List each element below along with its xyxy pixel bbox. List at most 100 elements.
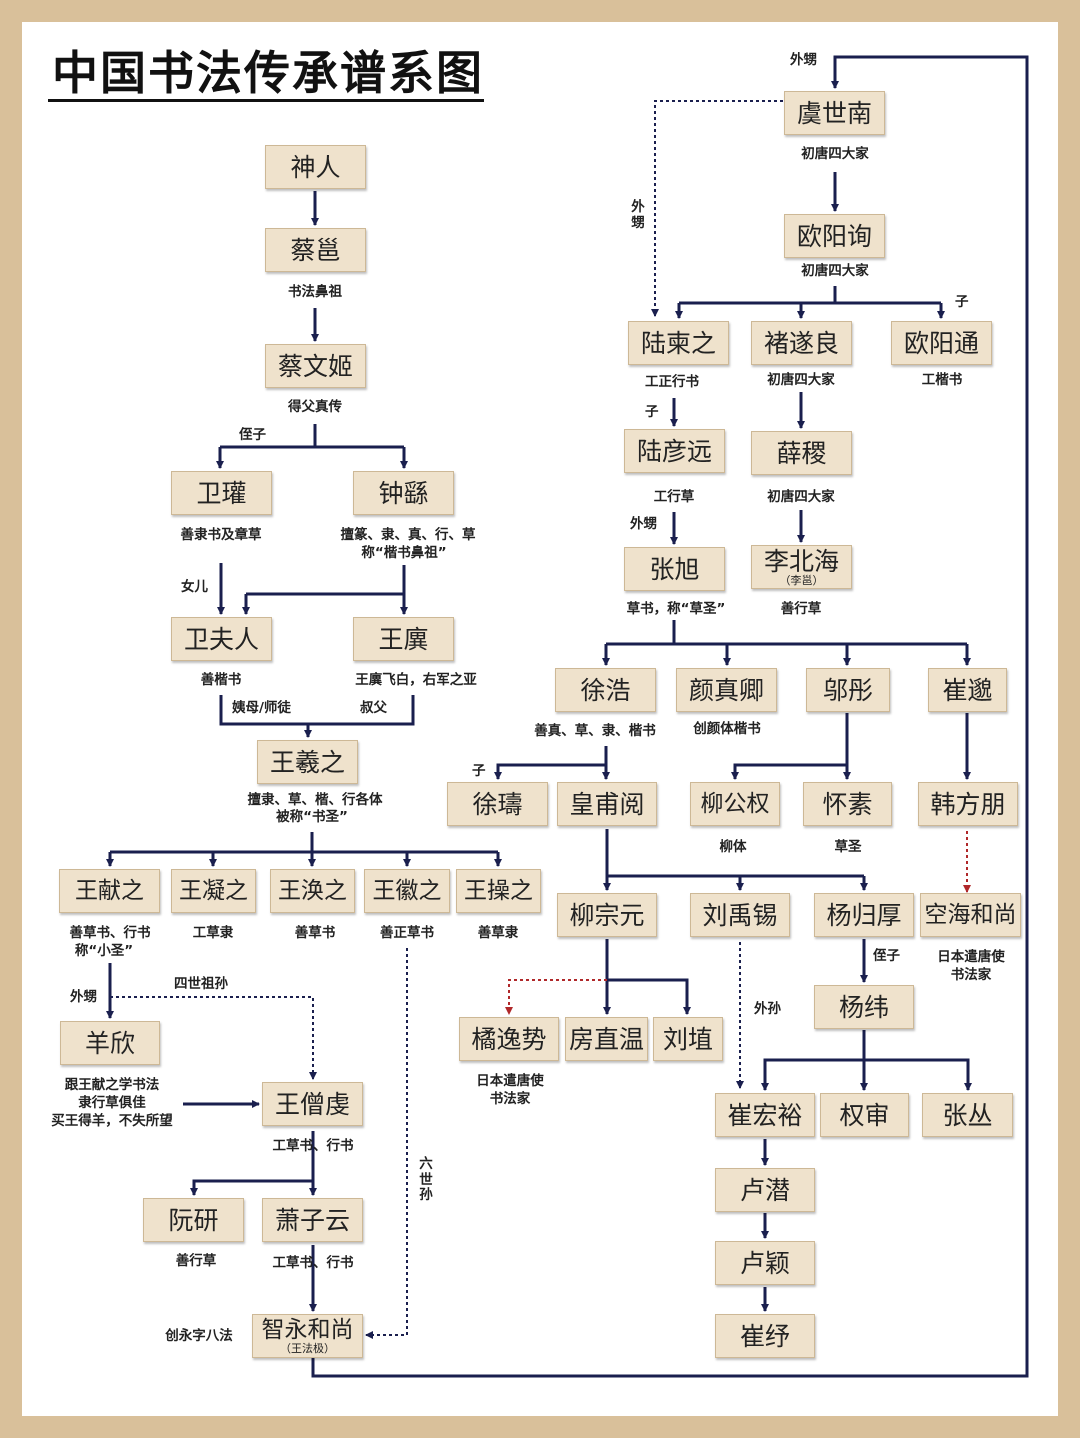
node-wangningzhi: 王凝之 [171,869,256,913]
caption-huaisu: 草圣 [834,839,862,855]
node-ouyangtong: 欧阳通 [891,321,992,365]
caption-wanghuizhi: 善正草书 [380,925,434,941]
node-yushinan: 虞世南 [784,91,885,135]
relation-label-zi-ouyangtong: 子 [955,294,969,310]
relation-label-zhizi-yangwei: 侄子 [873,948,900,964]
node-wutong: 邬彤 [806,668,890,712]
node-zhiyong-name: 智永和尚 [261,1316,354,1343]
caption-chusuiliang: 初唐四大家 [767,372,835,388]
node-liuyuan: 刘埴 [653,1017,723,1061]
caption-xueji: 初唐四大家 [767,489,835,505]
node-huangfuyue: 皇甫阅 [557,782,657,826]
node-wangyi: 王廙 [353,617,454,661]
relation-label-shufu: 叔父 [360,700,387,716]
node-cuimiao: 崔邈 [928,668,1007,712]
caption-wangxizhi-2: 被称“书圣” [276,809,348,825]
caption-wangsengqian: 工草书、行书 [272,1138,354,1154]
caption-juyishi-2: 书法家 [489,1091,531,1107]
caption-konghai-2: 书法家 [950,967,992,983]
caption-yangxin-3: 买王得羊，不失所望 [51,1113,173,1129]
node-libeihai-name: 李北海 [763,546,839,576]
caption-weiguan: 善隶书及章草 [180,527,262,543]
node-ouyangxun: 欧阳询 [784,214,885,258]
caption-liugongquan: 柳体 [719,839,747,855]
node-zhangcong: 张丛 [922,1093,1013,1137]
node-fangzhiwen: 房直温 [565,1017,648,1061]
relation-label-liushisun: 六世孙 [419,1156,433,1204]
caption-caiwenji: 得父真传 [288,399,342,415]
node-luying: 卢颖 [715,1241,815,1285]
node-cuihongyu: 崔宏裕 [715,1093,815,1137]
caption-weifuren: 善楷书 [200,672,242,688]
node-liugongquan: 柳公权 [690,782,780,826]
caption-zhiyong: 创永字八法 [165,1328,233,1344]
relation-label-waisheng-yushinan: 外甥 [790,52,817,68]
caption-ouyangtong: 工楷书 [921,372,963,388]
node-xushu: 徐璹 [447,782,548,826]
node-yangguihou: 杨归厚 [814,893,914,937]
node-caiwenji: 蔡文姬 [265,344,366,388]
node-weifuren: 卫夫人 [171,617,272,661]
caption-zhongyao-1: 擅篆、隶、真、行、草 [340,527,476,543]
caption-zhongyao-2: 称“楷书鼻祖” [361,545,447,561]
relation-label-sishi: 四世祖孙 [174,976,228,992]
node-hanfangming: 韩方朋 [918,782,1018,826]
caption-juyishi-1: 日本遣唐使 [476,1073,544,1089]
relation-label-waisheng-yangxin: 外甥 [70,989,97,1005]
relation-label-zhizi: 侄子 [239,427,266,443]
node-xuhao: 徐浩 [555,668,656,712]
node-ruanyan: 阮研 [143,1198,244,1242]
caption-yangxin-2: 隶行草俱佳 [78,1095,146,1111]
node-zhiyong-sub: （王法极） [280,1341,335,1355]
caption-konghai-1: 日本遣唐使 [937,949,1005,965]
relation-label-zi-luyanyuan: 子 [645,404,659,420]
node-konghai: 空海和尚 [920,893,1021,937]
relation-label-waisun: 外孙 [754,1001,781,1017]
node-zhiyong: 智永和尚 （王法极） [252,1314,363,1358]
node-huaisu: 怀素 [803,782,892,826]
caption-xiaoziyun: 工草书、行书 [272,1255,354,1271]
relation-label-waisheng-lujianzhi: 外甥 [631,199,645,231]
node-liuyuxi: 刘禹锡 [690,893,790,937]
node-yanzhenqing: 颜真卿 [676,668,777,712]
relation-label-waisheng-zhangxu: 外甥 [630,516,657,532]
node-chusuiliang: 褚遂良 [751,321,852,365]
relation-label-zi-xushu: 子 [472,763,486,779]
node-zhangxu: 张旭 [624,547,725,591]
node-lujianzhi: 陆柬之 [628,321,729,365]
node-caiyong: 蔡邕 [265,228,366,272]
caption-lujianzhi: 工正行书 [645,374,699,390]
page-title: 中国书法传承谱系图 [52,46,484,100]
caption-ruanyan: 善行草 [175,1253,217,1269]
node-yangwei: 杨纬 [814,985,914,1029]
caption-xuhao: 善真、草、隶、楷书 [534,723,656,739]
node-weiguan: 卫瓘 [171,471,272,515]
caption-ouyangxun: 初唐四大家 [801,263,869,279]
node-quanshen: 权审 [820,1093,909,1137]
caption-wangningzhi: 工草隶 [192,925,234,941]
node-luqian: 卢潜 [715,1168,815,1212]
relation-label-nver: 女儿 [181,579,208,595]
node-luyanyuan: 陆彦远 [624,429,725,473]
node-yangxin: 羊欣 [60,1021,160,1065]
node-wangsengqian: 王僧虔 [262,1082,363,1126]
caption-wangxianzhi-1: 善草书、行书 [69,925,151,941]
caption-wanghuanzhi: 善草书 [294,925,336,941]
node-cuishu: 崔纾 [715,1314,815,1358]
node-wanghuanzhi: 王涣之 [270,869,355,913]
caption-yushinan: 初唐四大家 [801,146,869,162]
node-xiaoziyun: 萧子云 [262,1198,363,1242]
caption-luyanyuan: 工行草 [653,489,695,505]
node-liuzongyuan: 柳宗元 [557,893,657,937]
caption-yanzhenqing: 创颜体楷书 [693,721,761,737]
caption-wangcaozhi: 善草隶 [477,925,519,941]
caption-caiyong: 书法鼻祖 [288,284,342,300]
caption-zhangxu: 草书，称“草圣” [626,601,726,617]
caption-wangxianzhi-2: 称“小圣” [74,943,134,959]
node-zhongyao: 钟繇 [353,471,454,515]
relation-label-yimu: 姨母/师徒 [232,700,291,716]
node-shenren: 神人 [265,145,366,189]
node-wangxizhi: 王羲之 [257,740,358,784]
caption-libeihai: 善行草 [780,601,822,617]
